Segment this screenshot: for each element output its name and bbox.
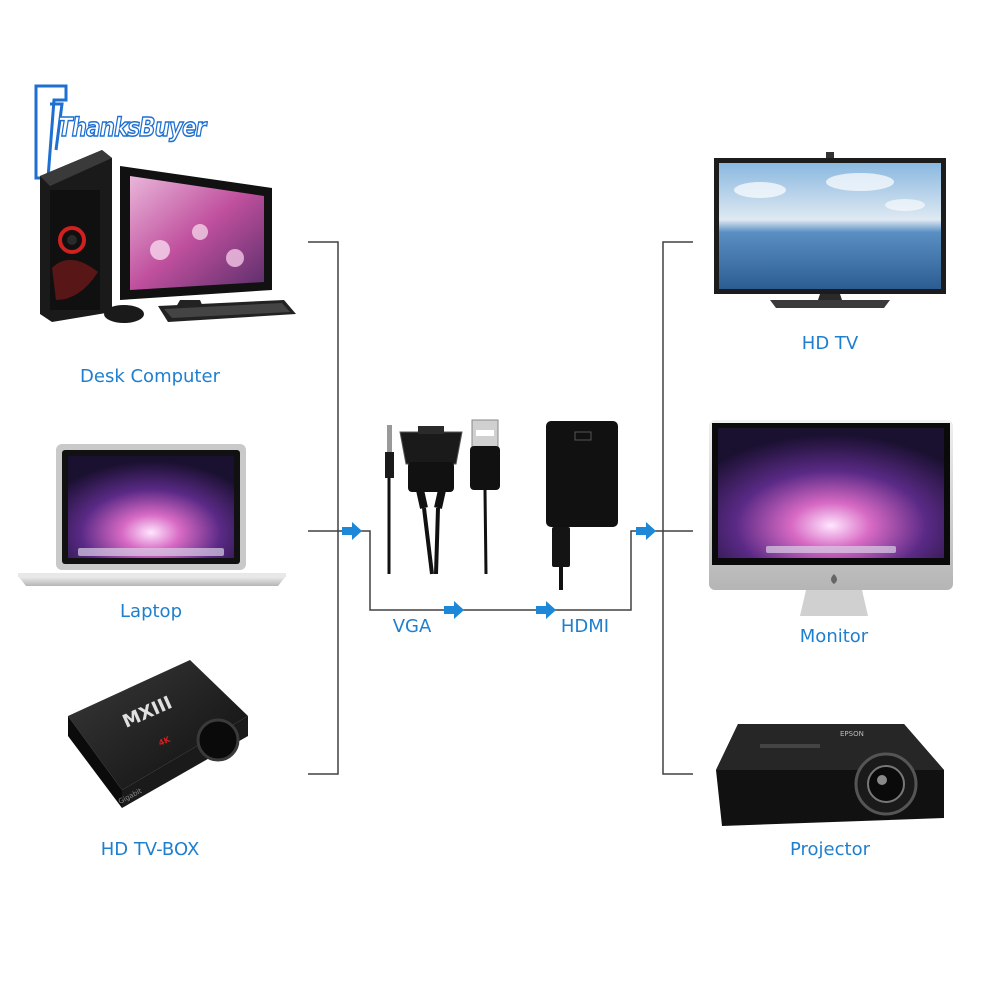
arrow-icon — [342, 522, 362, 540]
label-vga: VGA — [392, 616, 432, 637]
label-hdmi: HDMI — [560, 616, 610, 637]
label-desk-computer: Desk Computer — [80, 366, 220, 387]
source-bracket — [308, 241, 339, 775]
arrow-icon — [636, 522, 656, 540]
hdmi-adapter-image — [546, 421, 618, 590]
monitor-image — [709, 420, 953, 616]
hd-tv-image — [714, 152, 946, 308]
brand-logo-icon — [34, 84, 68, 180]
laptop-image — [18, 444, 286, 586]
label-hd-tv: HD TV — [801, 333, 859, 354]
flow-arrows — [342, 522, 656, 619]
label-laptop: Laptop — [120, 601, 182, 622]
vga-cable-image — [385, 419, 500, 575]
desk-computer-image — [40, 150, 296, 323]
label-projector: Projector — [790, 839, 870, 860]
label-monitor: Monitor — [799, 626, 869, 647]
label-hd-tv-box: HD TV-BOX — [100, 839, 200, 860]
brand-name: ThanksBuyer — [57, 112, 206, 144]
projector-brand: EPSON — [840, 730, 864, 738]
projector-image: EPSON — [716, 724, 944, 826]
adapter-flow-lines — [338, 530, 663, 611]
arrow-icon — [536, 601, 556, 619]
arrow-icon — [444, 601, 464, 619]
tv-box-image: MXIII 4K Gigabit — [68, 660, 248, 808]
output-bracket — [662, 241, 693, 775]
